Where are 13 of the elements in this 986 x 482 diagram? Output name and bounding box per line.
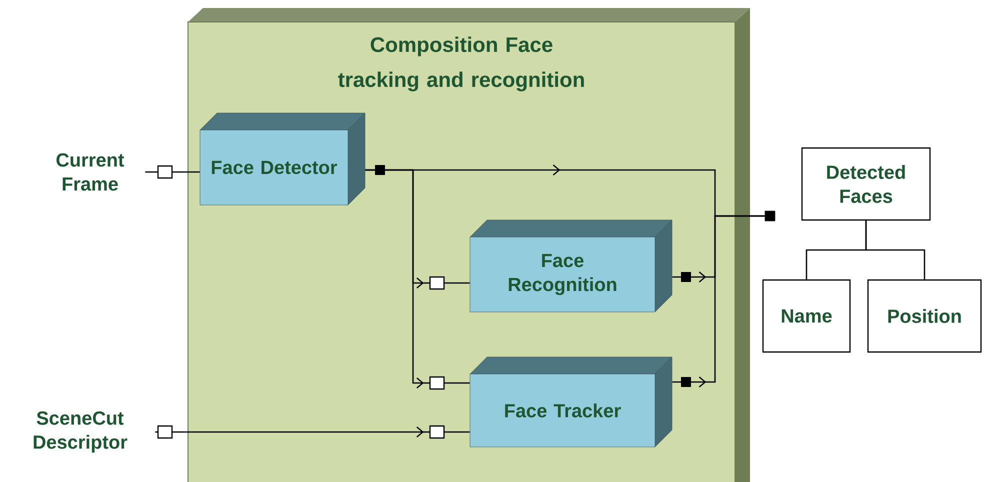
output-port <box>764 210 776 222</box>
connector <box>145 171 200 173</box>
connector <box>672 215 765 388</box>
component-box: Face Tracker <box>470 356 672 448</box>
component-box: Face Detector <box>200 112 366 206</box>
port-label: SceneCut Descriptor <box>34 411 128 453</box>
data-box: Detected Faces <box>801 147 931 221</box>
port-label: Current Frame <box>56 153 124 191</box>
connector <box>865 220 926 280</box>
data-box: Position <box>867 279 982 353</box>
connector <box>155 426 470 438</box>
component-box: Face Recognition <box>470 220 672 312</box>
data-box: Name <box>762 279 851 353</box>
